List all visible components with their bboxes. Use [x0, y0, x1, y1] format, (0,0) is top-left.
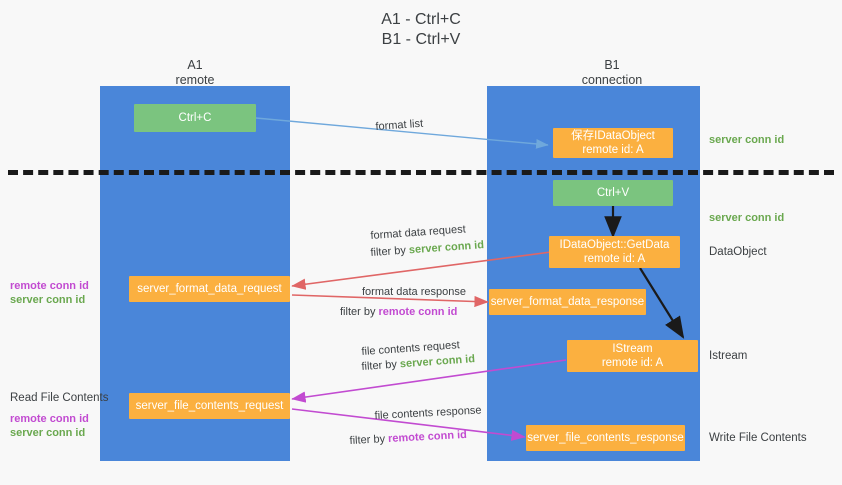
annotation-server-conn-id-1: server conn id: [10, 294, 86, 306]
node-server-format-data-response-label: server_format_data_response: [490, 296, 645, 308]
filter-key-server-conn-id: server conn id: [408, 239, 485, 257]
annotation-server-conn-id-2: server conn id: [10, 427, 86, 439]
node-server-file-contents-response[interactable]: server_file_contents_response: [526, 425, 685, 451]
node-server-format-data-request-label: server_format_data_request: [137, 283, 282, 295]
node-istream[interactable]: IStream remote id: A: [567, 340, 698, 372]
column-b1-role: connection: [581, 73, 643, 87]
node-getdata-title: IDataObject::GetData: [559, 239, 670, 251]
annotation-server-conn-id-mid: server conn id: [709, 212, 785, 224]
node-server-file-contents-request-label: server_file_contents_request: [135, 400, 284, 412]
filter-prefix: filter by: [340, 306, 379, 318]
filter-key-remote-conn-id: remote conn id: [378, 306, 458, 318]
node-save-idataobject-subtitle: remote id: A: [582, 144, 644, 156]
node-istream-subtitle: remote id: A: [601, 357, 664, 369]
edge-label-file-contents-response: file contents response: [374, 404, 482, 423]
filter-key-server-conn-id: server conn id: [399, 353, 476, 371]
annotation-server-conn-id-top: server conn id: [709, 134, 785, 146]
filter-prefix: filter by: [370, 244, 410, 260]
node-ctrl-v-label: Ctrl+V: [596, 187, 630, 199]
edge-label-file-contents-response-filter: filter by remote conn id: [349, 428, 467, 448]
node-server-format-data-response[interactable]: server_format_data_response: [489, 289, 646, 315]
edge-label-format-data-response-filter: filter by remote conn id: [340, 305, 457, 319]
node-ctrl-c-label: Ctrl+C: [178, 112, 212, 124]
node-server-file-contents-request[interactable]: server_file_contents_request: [129, 393, 290, 419]
title-line-2: B1 - Ctrl+V: [381, 31, 461, 48]
edge-label-format-data-response: format data response: [362, 286, 466, 298]
node-save-idataobject-title: 保存IDataObject: [571, 130, 655, 142]
title-line-1: A1 - Ctrl+C: [381, 11, 461, 28]
column-a1-name: A1: [187, 58, 203, 72]
node-ctrl-c[interactable]: Ctrl+C: [134, 104, 256, 132]
diagram-title: A1 - Ctrl+C B1 - Ctrl+V: [0, 10, 842, 50]
node-idataobject-getdata[interactable]: IDataObject::GetData remote id: A: [549, 236, 680, 268]
annotation-read-file-contents: Read File Contents: [10, 392, 109, 404]
annotation-istream: Istream: [709, 350, 748, 362]
annotation-remote-conn-id-2: remote conn id: [10, 413, 89, 425]
node-save-idataobject[interactable]: 保存IDataObject remote id: A: [553, 128, 673, 158]
phase-divider: [8, 170, 834, 175]
node-getdata-subtitle: remote id: A: [583, 253, 646, 265]
column-header-a1: A1 remote: [115, 58, 275, 88]
filter-prefix: filter by: [349, 433, 389, 448]
node-istream-title: IStream: [612, 343, 653, 355]
node-server-file-contents-response-label: server_file_contents_response: [527, 432, 684, 444]
node-server-format-data-request[interactable]: server_format_data_request: [129, 276, 290, 302]
filter-prefix: filter by: [361, 358, 401, 374]
filter-key-remote-conn-id: remote conn id: [387, 428, 468, 445]
annotation-dataobject: DataObject: [709, 246, 767, 258]
column-header-b1: B1 connection: [532, 58, 692, 88]
annotation-write-file-contents: Write File Contents: [709, 432, 807, 444]
column-a1-role: remote: [175, 73, 215, 87]
node-ctrl-v[interactable]: Ctrl+V: [553, 180, 673, 206]
edge-label-format-list: format list: [375, 117, 424, 134]
column-b1-name: B1: [604, 58, 620, 72]
annotation-remote-conn-id-1: remote conn id: [10, 280, 89, 292]
